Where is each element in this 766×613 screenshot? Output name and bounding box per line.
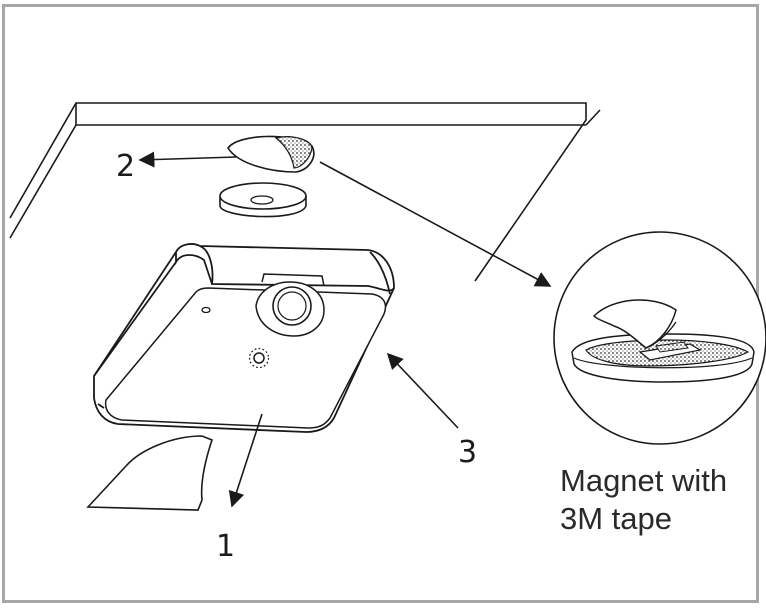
caption-line-1: Magnet with — [560, 463, 728, 498]
caption-line-2: 3M tape — [560, 501, 673, 536]
arrow-to-pull-tab — [228, 413, 263, 508]
callout-arrows — [138, 151, 552, 508]
callout-number-1: 1 — [216, 529, 235, 564]
detail-magnified-view — [553, 231, 766, 445]
pull-tab — [86, 435, 213, 511]
light-sensor-icon — [248, 347, 270, 369]
sensor-device — [93, 243, 395, 433]
arrow-to-detail — [319, 161, 552, 287]
detail-caption: Magnet with 3M tape — [560, 462, 760, 538]
arrow-to-device-side — [386, 352, 459, 429]
callout-number-2: 2 — [116, 149, 135, 184]
adhesive-tape-piece — [227, 135, 315, 173]
callout-number-3: 3 — [458, 435, 477, 470]
magnet-disc — [219, 182, 307, 218]
arrow-to-tape — [138, 151, 237, 168]
ceiling-surface — [9, 102, 601, 282]
